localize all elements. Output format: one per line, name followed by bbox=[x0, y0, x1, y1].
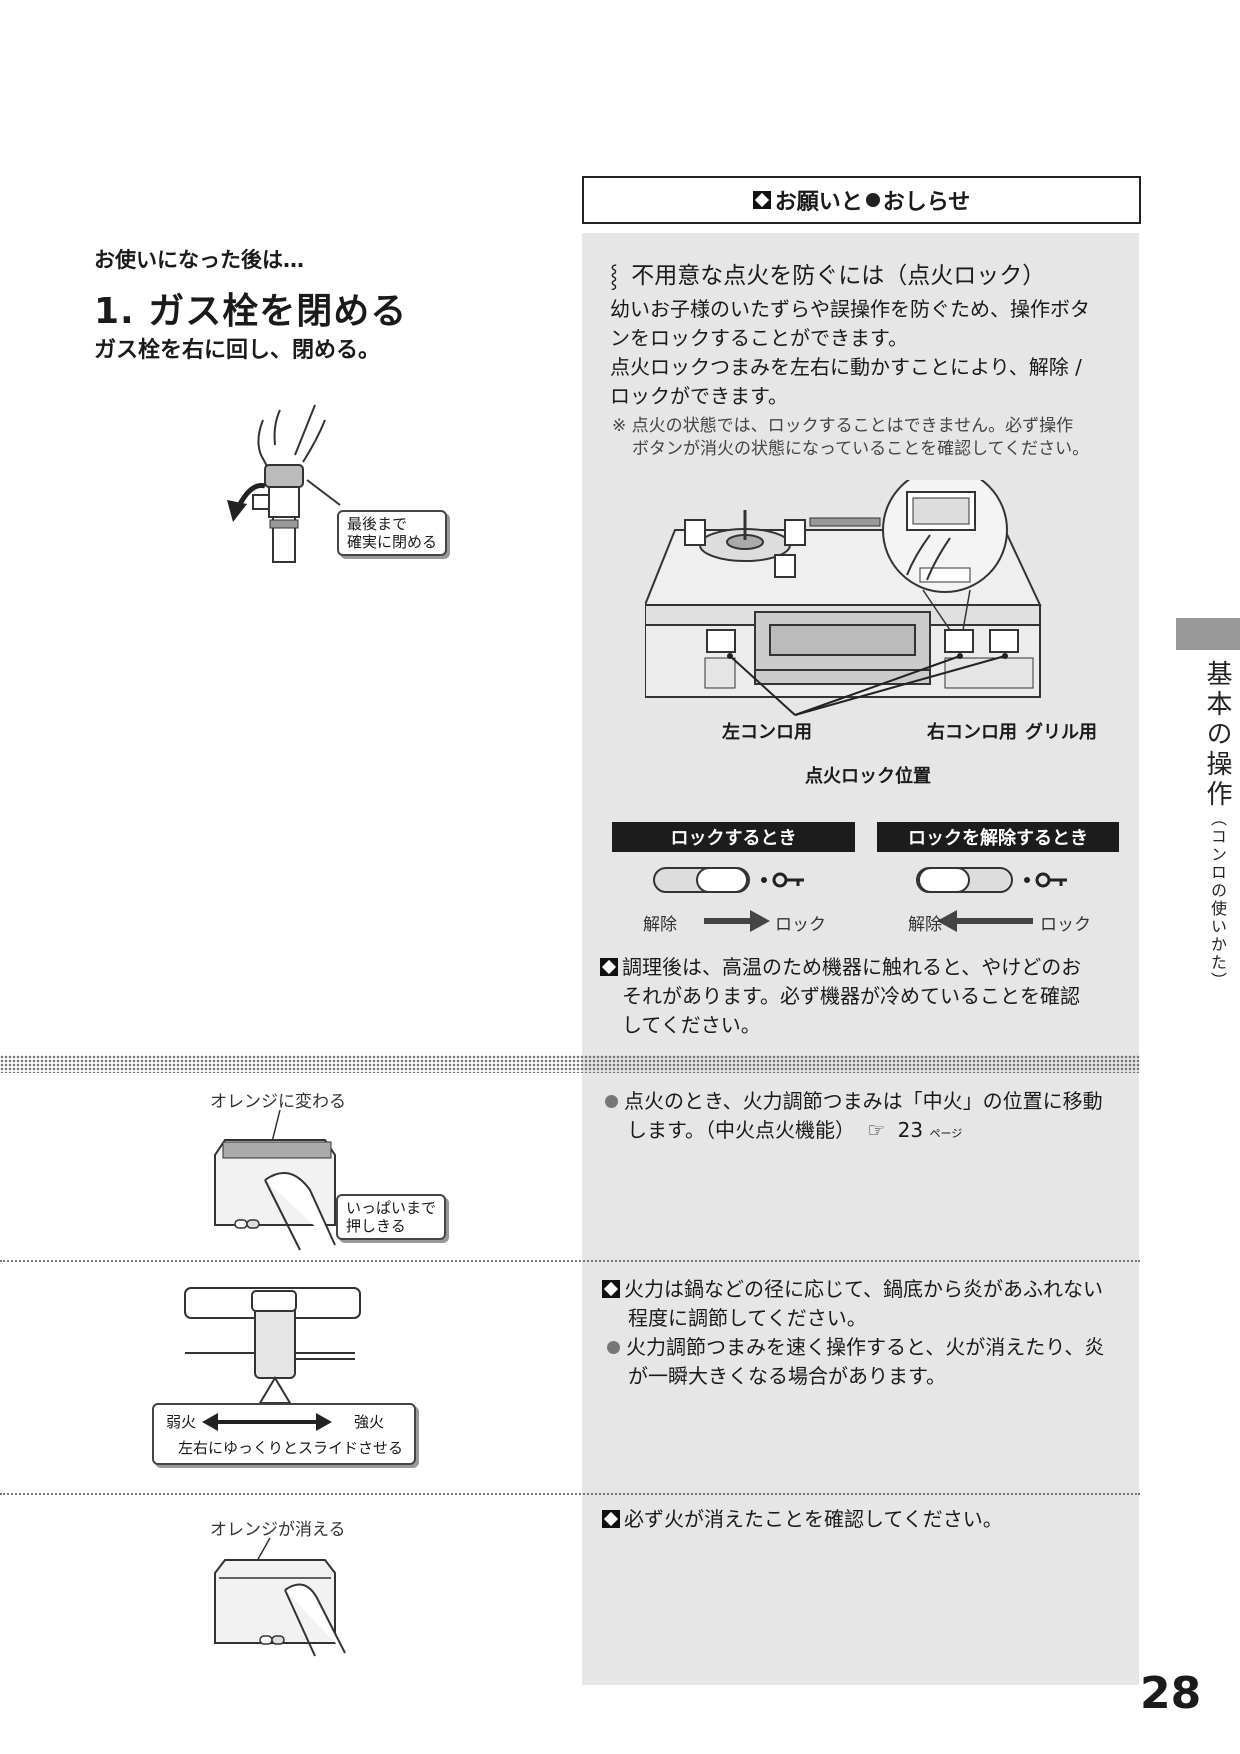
page-title: 1. ガス栓を閉める bbox=[94, 291, 408, 332]
caution-hot: 調理後は、高温のため機器に触れると、やけどのお それがあります。必ず機器が冷めて… bbox=[600, 953, 1081, 1040]
caution-diamond-icon bbox=[602, 1510, 620, 1528]
ignite-button-illustration bbox=[214, 1110, 336, 1251]
adjust-notes: 火力は鍋などの径に応じて、鍋底から炎があふれない 程度に調節してください。 火力… bbox=[602, 1275, 1104, 1391]
unlock-switch-icon bbox=[916, 867, 1067, 932]
notice-header: お願いと おしらせ bbox=[582, 176, 1141, 224]
release-label-right: 解除 bbox=[908, 915, 942, 935]
slide-instruction: 左右にゆっくりとスライドさせる bbox=[178, 1439, 404, 1457]
page-ref-hand-icon: ☞ bbox=[867, 1118, 886, 1142]
lock-section-title: ⸾ 不用意な点火を防ぐには（点火ロック） bbox=[610, 263, 1046, 289]
lock-label-left: ロック bbox=[775, 915, 826, 935]
unlock-bar: ロックを解除するとき bbox=[877, 822, 1119, 852]
extinguish-label: オレンジが消える bbox=[210, 1520, 346, 1540]
release-label-left: 解除 bbox=[643, 915, 677, 935]
label-right-burner: 右コンロ用 bbox=[927, 722, 1017, 743]
strong-label: 強火 bbox=[354, 1413, 385, 1431]
bullet-dot-icon bbox=[865, 193, 880, 207]
caution-diamond-icon bbox=[600, 958, 618, 976]
section-divider bbox=[0, 1260, 1140, 1262]
slider-knob-illustration bbox=[184, 1287, 361, 1403]
lock-note: ※ 点火の状態では、ロックすることはできません。必ず操作 ボタンが消火の状態にな… bbox=[612, 416, 1090, 459]
label-left-burner: 左コンロ用 bbox=[722, 722, 812, 743]
tip-spark-icon: ⸾ bbox=[610, 264, 618, 289]
caution-diamond-icon bbox=[602, 1280, 620, 1298]
chapter-tab bbox=[1176, 618, 1240, 650]
ignite-label: オレンジに変わる bbox=[210, 1092, 346, 1112]
valve-callout: 最後まで 確実に閉める bbox=[337, 510, 448, 556]
bullet-dot-icon bbox=[607, 1341, 620, 1354]
page-number: 28 bbox=[1140, 1668, 1202, 1719]
label-lock-position: 点火ロック位置 bbox=[805, 766, 931, 787]
ignite-note: 点火のとき、火力調節つまみは「中火」の位置に移動 します。（中火点火機能） ☞ … bbox=[605, 1087, 1103, 1148]
bullet-dot-icon bbox=[605, 1095, 618, 1108]
section-divider bbox=[0, 1493, 1140, 1495]
caution-diamond-icon bbox=[752, 191, 771, 209]
slider-callout: 弱火 強火 左右にゆっくりとスライドさせる bbox=[152, 1403, 416, 1465]
page-ref-number[interactable]: 23 bbox=[897, 1118, 924, 1142]
lock-body: 幼いお子様のいたずらや誤操作を防ぐため、操作ボタ ンをロックすることができます。… bbox=[610, 297, 1090, 408]
label-grill: グリル用 bbox=[1025, 722, 1097, 743]
notice-panel bbox=[582, 233, 1139, 1685]
ignite-callout: いっぱいまで 押しきる bbox=[336, 1194, 447, 1240]
extinguish-button-illustration bbox=[214, 1538, 346, 1657]
chapter-title: 基本の操作（コンロの使いかた） bbox=[1202, 660, 1232, 990]
extinguish-caution: 必ず火が消えたことを確認してください。 bbox=[602, 1505, 1003, 1534]
weak-label: 弱火 bbox=[166, 1413, 197, 1431]
gas-valve-illustration bbox=[227, 404, 341, 563]
lock-bar: ロックするとき bbox=[612, 822, 855, 852]
double-arrow-icon bbox=[202, 1413, 332, 1431]
section-divider bbox=[0, 1055, 1140, 1073]
subtitle: ガス栓を右に回し、閉める。 bbox=[94, 338, 381, 363]
stove-illustration bbox=[645, 480, 1042, 716]
lock-switch-icon bbox=[653, 867, 804, 932]
lock-label-right: ロック bbox=[1040, 915, 1091, 935]
pre-title: お使いになった後は… bbox=[94, 248, 304, 272]
